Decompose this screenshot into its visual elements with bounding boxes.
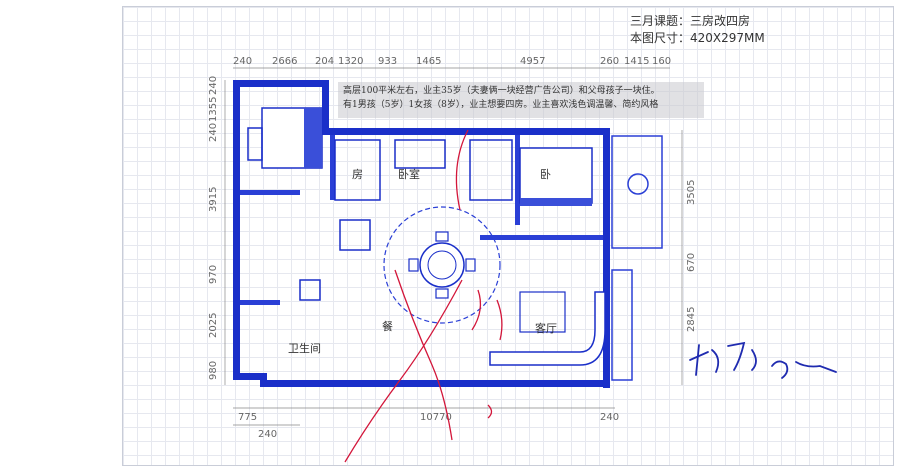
dim-left-3: 240 — [208, 123, 219, 142]
sheet-size-label: 本图尺寸：420X297MM — [630, 31, 765, 45]
dim-top-8: 260 — [600, 56, 619, 67]
dim-bottom-3: 240 — [600, 412, 619, 423]
topic-label: 三月课题：三房改四房 — [630, 14, 751, 28]
dim-left-6: 2025 — [208, 313, 219, 338]
kitchen — [299, 139, 513, 301]
dim-top-1: 240 — [233, 56, 252, 67]
room-label-c: 卧 — [540, 168, 551, 181]
walls — [233, 80, 610, 388]
dim-top-6: 1465 — [416, 56, 441, 67]
room-label-e: 客厅 — [535, 321, 557, 335]
dim-top-2: 2666 — [272, 56, 297, 67]
dimension-lines — [224, 67, 683, 426]
dim-top-9: 1415 — [624, 56, 649, 67]
dim-right-2: 670 — [686, 253, 697, 272]
dim-top-4: 1320 — [338, 56, 363, 67]
red-annotations — [344, 129, 503, 463]
dim-bottom-4: 240 — [258, 429, 277, 440]
dim-left-4: 3915 — [208, 187, 219, 212]
dim-left-7: 980 — [208, 361, 219, 380]
bed-right — [519, 147, 593, 206]
signature — [689, 341, 837, 379]
dim-bottom-2: 10770 — [420, 412, 452, 423]
dim-top-3: 204 — [315, 56, 334, 67]
interior-walls — [240, 135, 603, 305]
room-label-d: 餐 — [382, 319, 393, 333]
dim-top-10: 160 — [652, 56, 671, 67]
dining-table — [383, 206, 501, 324]
dim-bottom-1: 775 — [238, 412, 257, 423]
room-label-a: 房 — [352, 168, 363, 181]
dim-top-5: 933 — [378, 56, 397, 67]
design-brief: 高层100平米左右，业主35岁（夫妻俩一块经营广告公司）和父母孩子一块住。 有1… — [338, 82, 704, 118]
bed-left — [247, 107, 323, 169]
balcony — [611, 135, 663, 381]
dim-top-7: 4957 — [520, 56, 545, 67]
dim-left-5: 970 — [208, 265, 219, 284]
sofa — [489, 291, 606, 366]
dim-left-1: 240 — [208, 76, 219, 95]
dim-left-2: 1355 — [208, 97, 219, 122]
design-brief-line-2: 有1男孩（5岁）1女孩（8岁），业主想要四房。业主喜欢浅色调温馨、简约风格 — [343, 100, 659, 110]
design-brief-line-1: 高层100平米左右，业主35岁（夫妻俩一块经营广告公司）和父母孩子一块住。 — [343, 86, 660, 96]
room-label-f: 卫生间 — [288, 341, 321, 355]
dim-right-1: 3505 — [686, 180, 697, 205]
dim-right-3: 2845 — [686, 307, 697, 332]
room-label-b: 卧室 — [398, 167, 420, 181]
